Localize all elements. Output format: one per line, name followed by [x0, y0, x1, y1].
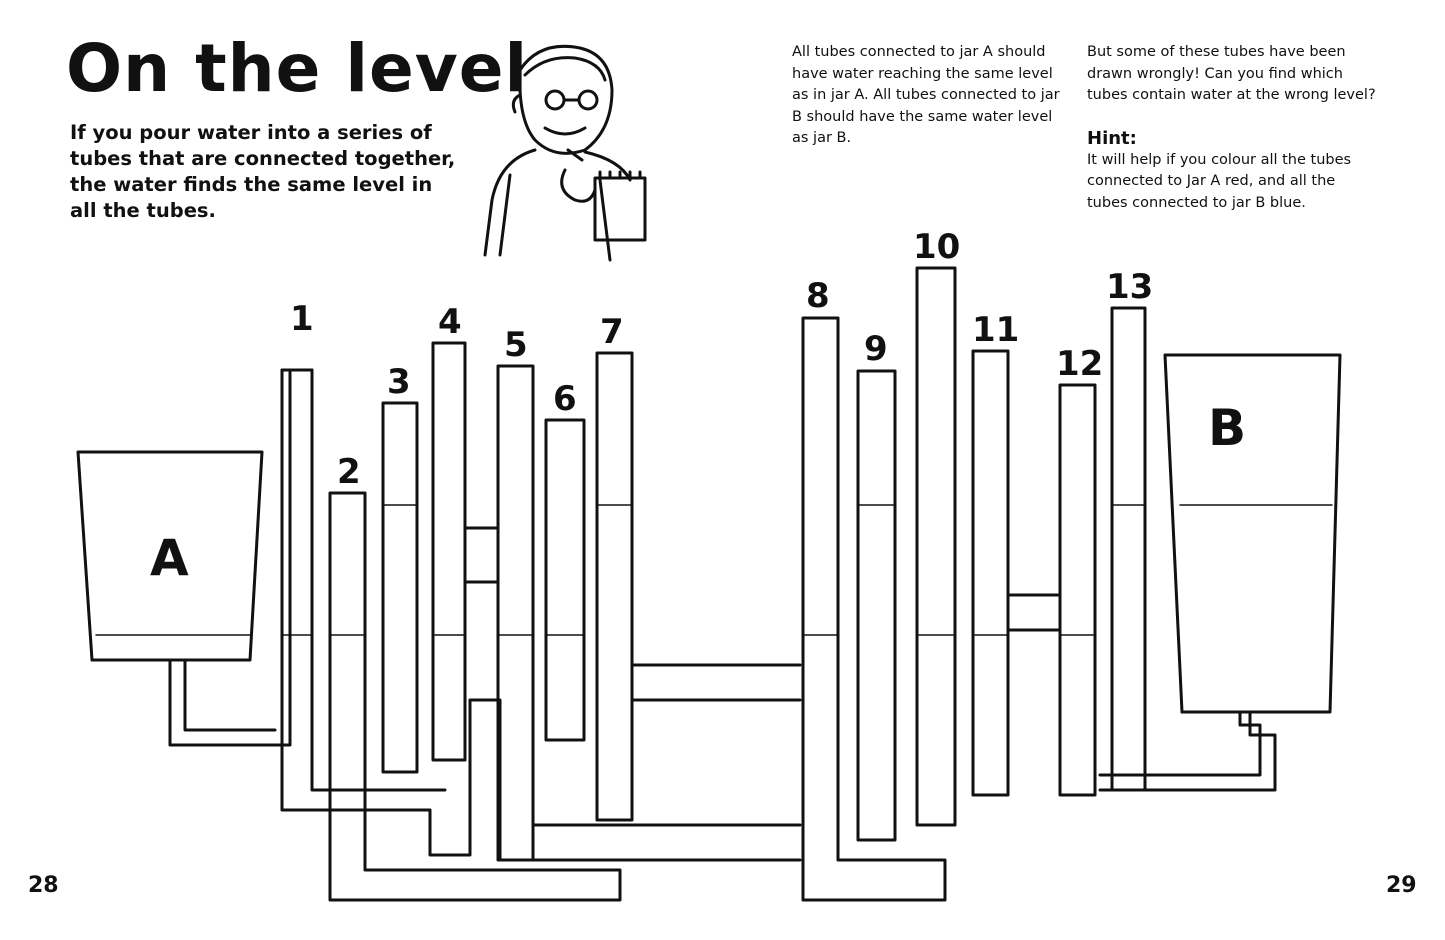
- tube-label-11: 11: [972, 310, 1019, 350]
- tube-label-10: 10: [913, 227, 960, 267]
- water-levels: [281, 504, 1146, 636]
- tube-label-8: 8: [806, 276, 830, 316]
- hint-text: It will help if you colour all the tubes…: [1087, 151, 1352, 211]
- tubes: [280, 266, 1147, 902]
- intro-text: If you pour water into a series of tubes…: [70, 121, 456, 222]
- hint-heading: Hint:: [1087, 127, 1137, 149]
- page-number-right: 29: [1386, 873, 1417, 898]
- tube-label-2: 2: [337, 452, 361, 492]
- scientist-illustration: [483, 44, 647, 262]
- instructions-paragraph-1: All tubes connected to jar A should have…: [792, 44, 1060, 146]
- instructions-column-2: But some of these tubes have been drawn …: [1087, 42, 1377, 235]
- tube-label-4: 4: [438, 302, 462, 342]
- tube-label-7: 7: [600, 312, 624, 352]
- jar-b: [1098, 353, 1342, 792]
- jar-a-label: A: [150, 529, 189, 587]
- tube-label-5: 5: [504, 325, 528, 365]
- instructions-column-1: All tubes connected to jar A should have…: [792, 42, 1072, 171]
- jar-b-label: B: [1208, 399, 1246, 457]
- tube-label-9: 9: [864, 329, 888, 369]
- instructions-paragraph-2: But some of these tubes have been drawn …: [1087, 44, 1376, 103]
- tube-label-1: 1: [290, 299, 314, 339]
- page-title: On the level: [66, 30, 529, 107]
- tube-label-13: 13: [1106, 267, 1153, 307]
- tube-label-3: 3: [387, 362, 411, 402]
- jar-a: [76, 370, 292, 747]
- tube-label-12: 12: [1056, 344, 1103, 384]
- tube-label-6: 6: [553, 379, 577, 419]
- page-number-left: 28: [28, 873, 59, 898]
